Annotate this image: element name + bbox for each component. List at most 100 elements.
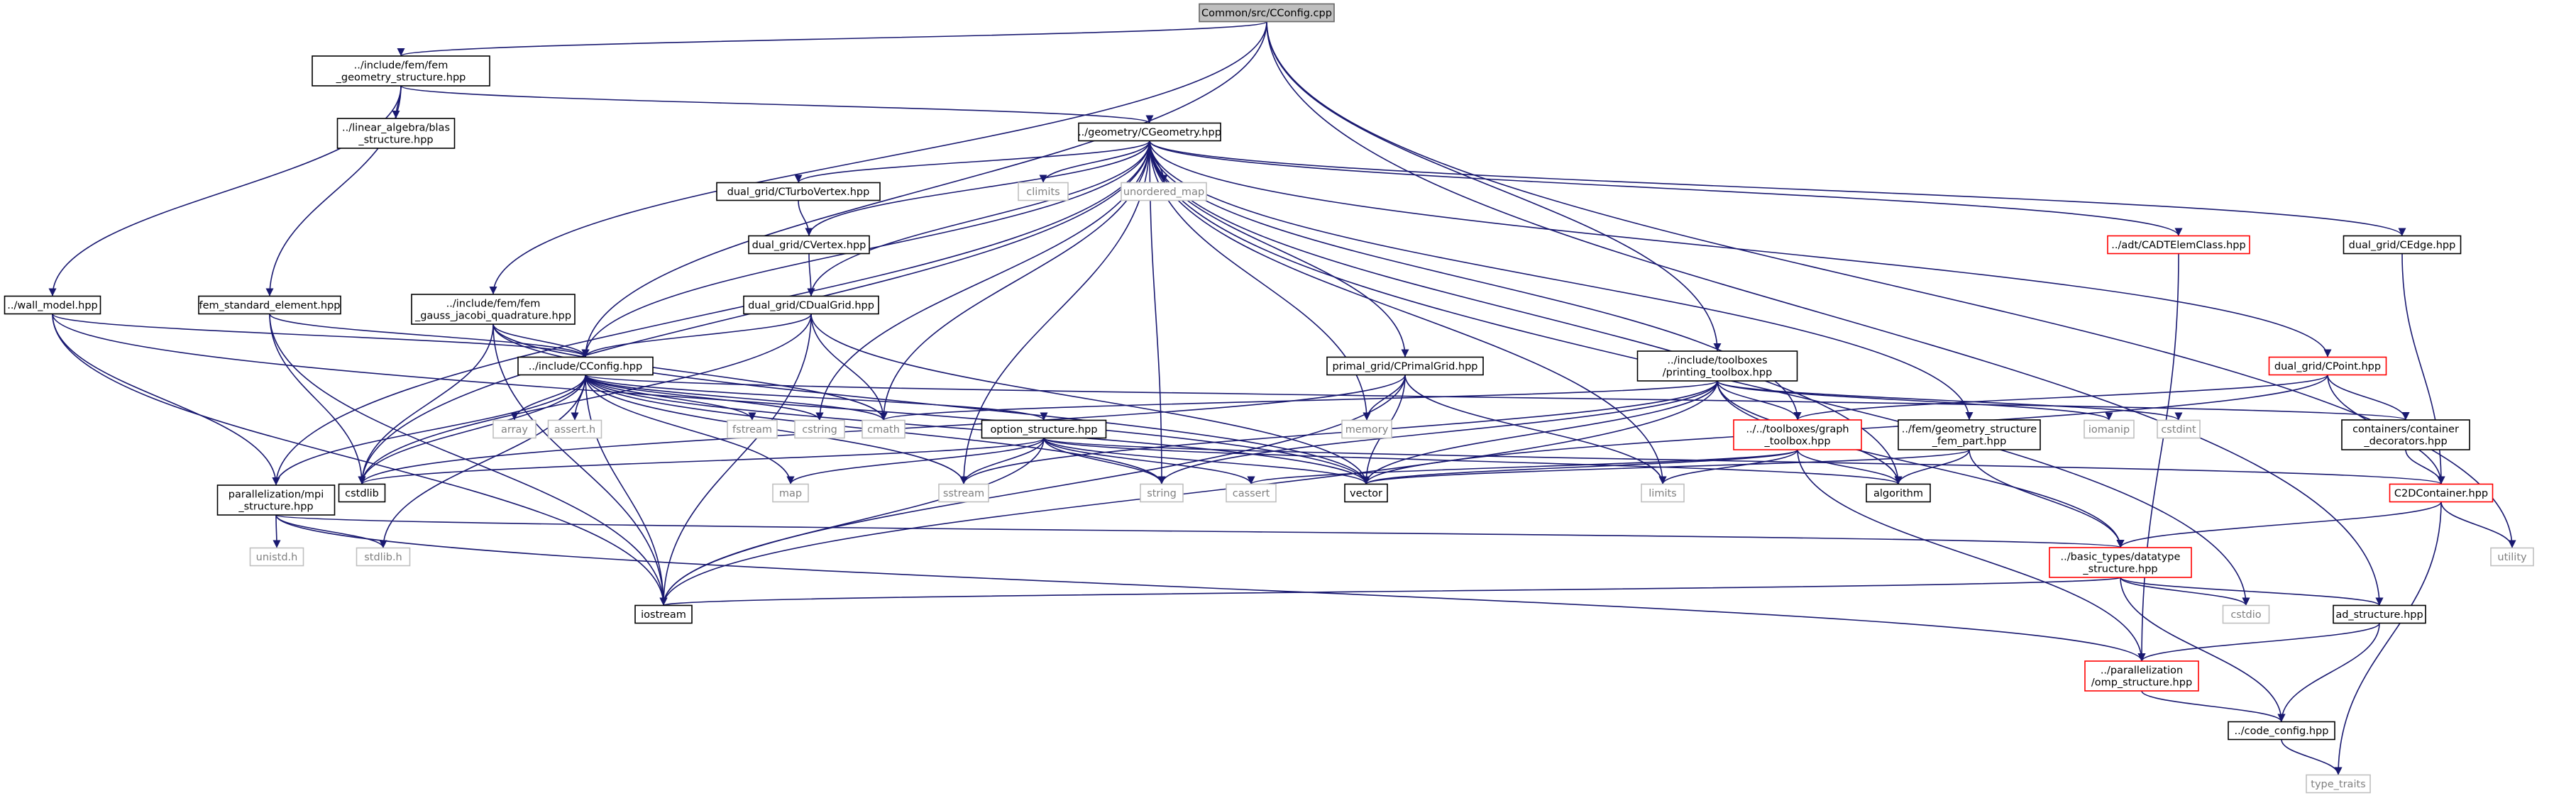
node-label-line: cstdio [2230,609,2261,621]
edge-fem_standard_element-to-iostream [269,314,668,606]
node-fem-geometry-structure[interactable]: ../include/fem/fem_geometry_structure.hp… [312,55,490,87]
node-box [249,547,304,567]
node-gauss-jacobi[interactable]: ../include/fem/fem_gauss_jacobi_quadratu… [411,294,576,325]
node-algorithm[interactable]: algorithm [1866,483,1931,503]
node-box [2389,483,2494,503]
node-graph-toolbox[interactable]: ../../toolboxes/graph_toolbox.hpp [1733,419,1862,450]
node-label-line: dual_grid/CEdge.hpp [2349,240,2456,251]
node-label-line: fem_standard_element.hpp [199,300,341,311]
node-label-line: primal_grid/CPrimalGrid.hpp [1332,361,1477,372]
node-CGeometry[interactable]: ../geometry/CGeometry.hpp [1078,122,1221,142]
edge-graph_toolbox-to-vector [1362,449,1798,485]
node-box [2107,235,2250,255]
node-label-line: unordered_map [1123,187,1204,198]
node-box [2333,604,2426,624]
node-label-line: ../wall_model.hpp [7,300,98,311]
edge-CVertex-to-CDualGrid [807,253,815,297]
edge-CTurboVertex-to-CVertex [798,200,813,236]
node-type-traits: type_traits [2306,774,2371,794]
node-label-line: ../geometry/CGeometry.hpp [1078,127,1221,138]
node-limits: limits [1641,483,1685,503]
node-wall-model[interactable]: ../wall_model.hpp [4,295,101,315]
node-box [492,419,536,439]
node-label-line: algorithm [1873,488,1923,499]
node-box [1121,182,1207,201]
node-printing-toolbox[interactable]: ../include/toolboxes/printing_toolbox.hp… [1636,350,1798,382]
edge-option_structure-to-cstdlib [358,437,1045,485]
node-blas-structure[interactable]: ../linear_algebra/blas_structure.hpp [336,118,456,149]
node-label-line: stdlib.h [364,552,402,563]
node-iostream[interactable]: iostream [634,604,693,624]
edge-wall_model-to-vector [52,314,1370,484]
node-label-line: ../basic_types/datatype [2061,551,2181,563]
edge-geometry_structure_fem_part-to-vector [1362,449,1970,485]
node-CConfig-hpp[interactable]: ../include/CConfig.hpp [517,356,654,376]
node-CEdge[interactable]: dual_grid/CEdge.hpp [2343,235,2462,255]
node-box [1636,350,1798,382]
node-label-line: array [501,424,528,436]
node-CTurboVertex[interactable]: dual_grid/CTurboVertex.hpp [716,182,881,201]
node-iomanip: iomanip [2084,419,2135,439]
edge-CConfig_cpp-to-gauss_jacobi [489,21,1267,295]
node-option-structure[interactable]: option_structure.hpp [981,419,1107,439]
node-box [1733,419,1862,450]
node-CVertex[interactable]: dual_grid/CVertex.hpp [748,235,870,255]
node-code-config[interactable]: ../code_config.hpp [2228,721,2335,741]
edge-CGeometry-to-limits [1149,140,1667,484]
edge-CConfig_hpp-to-container_decorators [585,374,2409,421]
edge-option_structure-to-cassert [1043,438,1255,484]
node-box [772,483,809,503]
node-box [748,235,870,255]
node-CPoint[interactable]: dual_grid/CPoint.hpp [2268,356,2387,376]
edge-omp_structure-to-code_config [2141,690,2286,722]
edge-C2DContainer-to-datatype_structure [2116,501,2442,548]
edge-CConfig_hpp-to-array [510,375,586,421]
node-box [336,118,456,149]
node-CConfig-cpp[interactable]: Common/src/CConfig.cpp [1199,3,1335,23]
node-omp-structure[interactable]: ../parallelization/omp_structure.hpp [2084,660,2199,692]
edge-container_decorators-to-C2DContainer [2405,449,2445,484]
edge-CConfig_hpp-to-cstdlib [358,375,586,484]
edge-option_structure-to-string [1043,438,1166,484]
node-array: array [492,419,536,439]
edge-mpi_structure-to-datatype_structure [275,514,2124,548]
node-datatype-structure[interactable]: ../basic_types/datatype_structure.hpp [2049,547,2192,578]
node-mpi-structure[interactable]: parallelization/mpi_structure.hpp [216,484,336,516]
node-CPrimalGrid[interactable]: primal_grid/CPrimalGrid.hpp [1326,356,1484,376]
edge-datatype_structure-to-code_config [2120,577,2286,722]
edge-CConfig_hpp-to-iostream [585,375,668,606]
node-ad-structure[interactable]: ad_structure.hpp [2333,604,2426,624]
edge-CConfig_cpp-to-printing_toolbox [1266,21,1722,352]
edge-code_config-to-type_traits [2281,739,2343,775]
node-label-line: utility [2497,552,2527,563]
edge-CConfig_hpp-to-fstream [585,375,756,421]
node-box [1078,122,1221,142]
edge-printing_toolbox-to-iomanip [1717,380,2113,421]
node-label-line: sstream [943,488,984,499]
edge-C2DContainer-to-utility [2440,501,2516,548]
node-label-line: ../../toolboxes/graph [1746,423,1849,435]
node-fem-standard-element[interactable]: fem_standard_element.hpp [198,295,341,315]
node-container-decorators[interactable]: containers/container_decorators.hpp [2341,419,2470,450]
edge-CDualGrid-to-CConfig_hpp [581,314,812,358]
node-box [743,295,879,315]
node-geometry-structure-fem-part[interactable]: ../fem/geometry_structure_fem_part.hpp [1898,419,2041,450]
node-cstdlib[interactable]: cstdlib [338,483,386,503]
edge-option_structure-to-iostream [659,438,1045,606]
node-box [938,483,989,503]
node-label-line: type_traits [2311,779,2365,790]
node-CDualGrid[interactable]: dual_grid/CDualGrid.hpp [743,295,879,315]
node-label-line: _gauss_jacobi_quadrature.hpp [414,310,571,321]
edge-datatype_structure-to-cstdio [2120,577,2250,606]
edge-CPrimalGrid-to-limits [1404,375,1667,484]
node-CADTElemClass[interactable]: ../adt/CADTElemClass.hpp [2107,235,2250,255]
node-vector[interactable]: vector [1344,483,1388,503]
edge-CConfig_hpp-to-stdlib_h [379,375,586,548]
node-box [2084,419,2135,439]
node-stdlib-h: stdlib.h [356,547,411,567]
edge-fem_geometry_structure-to-CGeometry [400,85,1154,124]
node-label-line: dual_grid/CTurboVertex.hpp [727,187,870,198]
node-label-line: ../code_config.hpp [2235,726,2329,737]
node-climits: climits [1018,182,1069,201]
node-C2DContainer[interactable]: C2DContainer.hpp [2389,483,2494,503]
